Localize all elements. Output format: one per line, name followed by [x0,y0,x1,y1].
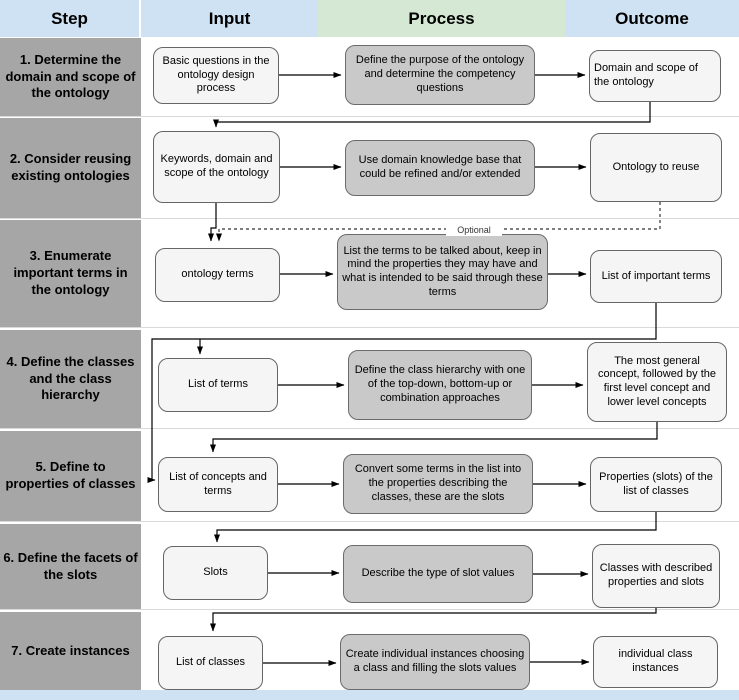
header-step: Step [0,0,139,37]
outcome-node-5-label: Properties (slots) of the list of classe… [599,470,713,497]
process-node-6-label: Describe the type of slot values [361,567,515,580]
step-5-label: 5. Define to properties of classes [5,459,136,491]
input-node-7: List of classes [158,636,263,690]
step-cell-6: 6. Define the facets of the slots [0,524,141,609]
process-node-7: Create individual instances choosing a c… [340,634,530,690]
header-outcome: Outcome [565,0,739,37]
header-input-label: Input [208,8,251,28]
input-node-6: Slots [163,546,268,600]
connector-input2-input3 [208,203,217,242]
outcome-node-3-label: List of important terms [601,269,711,282]
step-2-label: 2. Consider reusing existing ontologies [9,151,132,183]
row-separator [0,428,739,429]
header-outcome-label: Outcome [615,8,689,28]
input-node-1: Basic questions in the ontology design p… [153,47,279,104]
process-node-7-label: Create individual instances choosing a c… [345,648,525,674]
connector-outcome4-input5 [210,422,658,453]
step-cell-3: 3. Enumerate important terms in the onto… [0,220,141,327]
step-cell-5: 5. Define to properties of classes [0,431,141,521]
process-node-4-label: Define the class hierarchy with one of t… [354,364,526,404]
input-node-7-label: List of classes [175,656,246,669]
input-node-3-label: ontology terms [181,268,254,281]
process-node-6: Describe the type of slot values [343,545,533,603]
footer-strip [0,690,739,700]
step-cell-2: 2. Consider reusing existing ontologies [0,118,141,218]
outcome-node-2: Ontology to reuse [590,133,722,202]
row-separator [0,116,739,117]
outcome-node-6-label: Classes with described properties and sl… [599,562,713,588]
header-process-label: Process [408,8,475,28]
step-cell-7: 7. Create instances [0,612,141,690]
header-input: Input [141,0,318,37]
connector-outcome1-input2 [213,102,651,128]
step-1-label: 1. Determine the domain and scope of the… [5,51,136,101]
header-step-label: Step [51,8,88,28]
input-node-5-label: List of concepts and terms [169,470,267,497]
process-node-2-label: Use domain knowledge base that could be … [358,154,522,180]
process-node-5: Convert some terms in the list into the … [343,454,533,514]
step-3-label: 3. Enumerate important terms in the onto… [13,248,128,297]
input-node-2-label: Keywords, domain and scope of the ontolo… [160,153,273,179]
step-cell-4: 4. Define the classes and the class hier… [0,330,141,428]
outcome-node-4: The most general concept, followed by th… [587,342,727,422]
process-node-5-label: Convert some terms in the list into the … [354,463,522,503]
process-node-3-label: List the terms to be talked about, keep … [342,244,543,298]
outcome-node-2-label: Ontology to reuse [612,160,700,173]
process-node-1-label: Define the purpose of the ontology and d… [355,54,525,94]
header-process: Process [318,0,565,37]
process-node-4: Define the class hierarchy with one of t… [348,350,532,420]
row-separator [0,609,739,610]
input-node-4-label: List of terms [188,378,248,391]
outcome-node-7: individual class instances [593,636,718,688]
input-node-2: Keywords, domain and scope of the ontolo… [153,131,280,203]
outcome-node-3: List of important terms [590,250,722,303]
row-separator [0,218,739,219]
input-node-5: List of concepts and terms [158,457,278,512]
outcome-node-5: Properties (slots) of the list of classe… [590,457,722,512]
input-node-6-label: Slots [203,566,228,579]
step-6-label: 6. Define the facets of the slots [3,549,138,582]
outcome-node-1: Domain and scope of the ontology [589,50,721,102]
connector-outcome6-input7 [210,608,657,632]
outcome-node-7-label: individual class instances [618,648,693,674]
step-cell-1: 1. Determine the domain and scope of the… [0,38,141,116]
row-separator [0,327,739,328]
step-4-label: 4. Define the classes and the class hier… [6,353,135,403]
outcome-node-6: Classes with described properties and sl… [592,544,720,608]
input-node-4: List of terms [158,358,278,412]
outcome-node-1-label: Domain and scope of the ontology [594,62,698,88]
process-node-3: List the terms to be talked about, keep … [337,234,548,310]
input-node-3: ontology terms [155,248,280,302]
process-node-2: Use domain knowledge base that could be … [345,140,535,196]
process-node-1: Define the purpose of the ontology and d… [345,45,535,105]
connector-outcome5-input6 [214,512,657,543]
outcome-node-4-label: The most general concept, followed by th… [597,354,717,408]
input-node-1-label: Basic questions in the ontology design p… [162,54,270,95]
row-separator [0,521,739,522]
step-7-label: 7. Create instances [11,642,130,658]
